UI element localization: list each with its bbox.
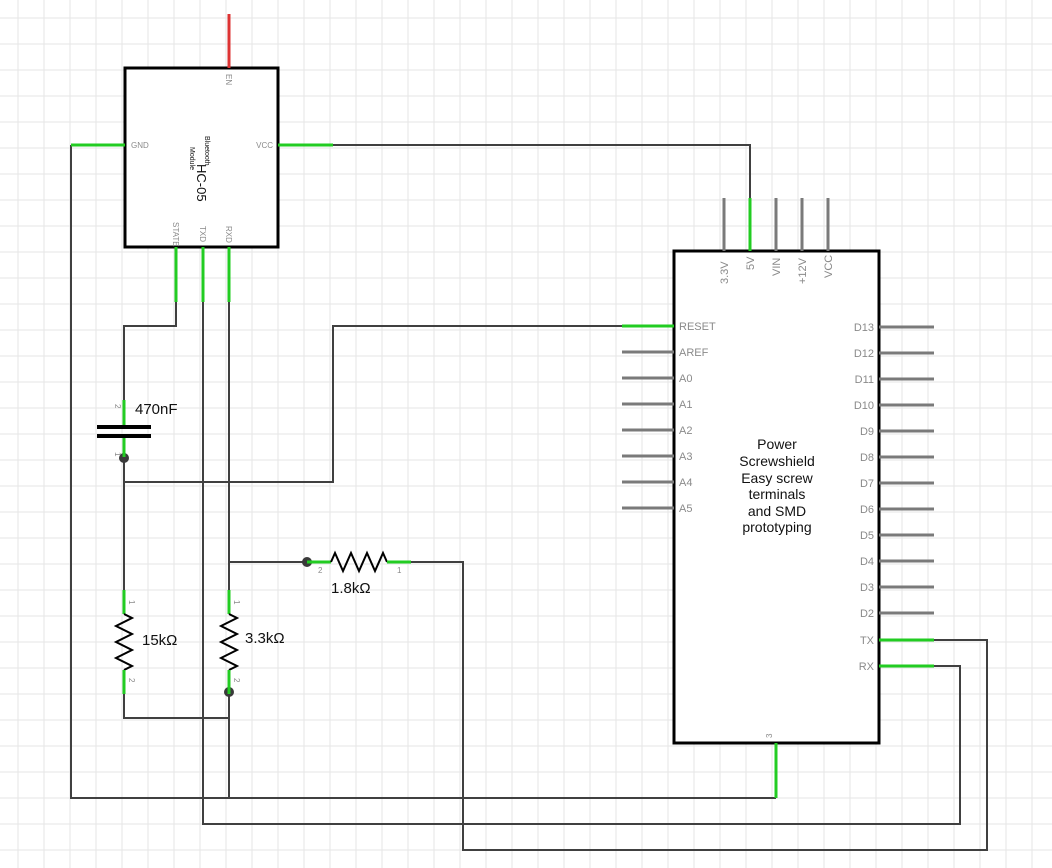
shield-text-1: Power	[757, 436, 797, 452]
power-screwshield[interactable]: 3.3V 5V VIN +12V VCC RESET AREF A0 A1 A2…	[622, 198, 934, 798]
shield-label-d13: D13	[854, 322, 874, 334]
shield-label-d12: D12	[854, 348, 874, 360]
shield-label-aref: AREF	[679, 347, 709, 359]
r33k-pin-1-num: 1	[232, 600, 241, 605]
shield-text-3: Easy screw	[741, 470, 813, 486]
wire-state-cap[interactable]	[123, 302, 177, 400]
hc05-title: HC-05	[194, 164, 209, 202]
shield-label-rx: RX	[859, 661, 875, 673]
shield-label-d4: D4	[860, 556, 874, 568]
r18k-pin-2-num: 2	[318, 566, 323, 575]
shield-label-vin: VIN	[771, 258, 783, 276]
hc05-label-en: EN	[224, 74, 233, 85]
r15k-pin-1-num: 1	[127, 600, 136, 605]
resistor-15k[interactable]: 1 2 15kΩ	[113, 590, 177, 694]
shield-label-a0: A0	[679, 373, 692, 385]
shield-label-12v: +12V	[797, 257, 809, 284]
shield-label-tx: TX	[860, 635, 875, 647]
shield-text-6: prototyping	[742, 519, 811, 535]
shield-label-a4: A4	[679, 477, 692, 489]
shield-label-d5: D5	[860, 530, 874, 542]
resistor-3.3k[interactable]: 1 2 3.3kΩ	[218, 590, 285, 694]
r33k-label: 3.3kΩ	[245, 630, 285, 647]
wires	[70, 144, 988, 851]
wire-txd-rx[interactable]	[202, 302, 961, 825]
shield-label-a2: A2	[679, 425, 692, 437]
r15k-pin-2-num: 2	[127, 678, 136, 683]
shield-text-5: and SMD	[748, 503, 806, 519]
shield-label-d3: D3	[860, 582, 874, 594]
hc05-subtitle-2: Module	[188, 147, 195, 170]
cap-pin-1-num: 1	[113, 452, 122, 457]
hc05-body	[123, 66, 280, 249]
shield-label-vcc: VCC	[823, 255, 835, 278]
r18k-pin-1-num: 1	[397, 566, 402, 575]
shield-label-d9: D9	[860, 426, 874, 438]
hc05-label-gnd: GND	[131, 141, 149, 150]
shield-label-3v3: 3.3V	[719, 261, 731, 284]
shield-label-d6: D6	[860, 504, 874, 516]
shield-label-a3: A3	[679, 451, 692, 463]
wire-cap-reset[interactable]	[124, 325, 622, 483]
wire-1.8k-tx[interactable]	[411, 561, 988, 851]
wire-15k-bottom[interactable]	[123, 694, 229, 719]
resistor-1.8k[interactable]: 2 1 1.8kΩ	[307, 550, 411, 597]
r33k-body	[218, 613, 240, 671]
shield-body	[672, 249, 881, 745]
shield-label-d7: D7	[860, 478, 874, 490]
hc05-label-rxd: RXD	[224, 226, 233, 243]
junction-cap	[119, 453, 129, 463]
hc05-module[interactable]: EN GND VCC STATE TXD RXD HC-05 Bluetooth…	[71, 14, 333, 302]
shield-label-d11: D11	[855, 374, 874, 386]
hc05-label-txd: TXD	[198, 226, 207, 242]
wire-gnd[interactable]	[70, 145, 776, 799]
r33k-pin-2-num: 2	[232, 678, 241, 683]
r15k-body	[113, 613, 135, 671]
cap-label: 470nF	[135, 401, 178, 418]
cap-pin-2-num: 2	[113, 404, 122, 409]
hc05-label-state: STATE	[171, 222, 180, 247]
r15k-label: 15kΩ	[142, 632, 177, 649]
shield-label-a5: A5	[679, 503, 692, 515]
shield-label-d2: D2	[860, 608, 874, 620]
shield-label-d10: D10	[854, 400, 874, 412]
shield-label-a1: A1	[679, 399, 692, 411]
capacitor-470nf[interactable]: 2 1 470nF	[97, 400, 178, 457]
shield-label-pin-3: 3	[765, 733, 774, 738]
wire-vcc-5v[interactable]	[333, 144, 751, 200]
hc05-subtitle-1: Bluetooth	[203, 136, 210, 166]
shield-label-d8: D8	[860, 452, 874, 464]
r18k-body	[330, 550, 388, 574]
shield-text-2: Screwshield	[739, 453, 814, 469]
shield-label-reset: RESET	[679, 321, 716, 333]
r18k-label: 1.8kΩ	[331, 580, 371, 597]
hc05-label-vcc: VCC	[256, 141, 273, 150]
shield-text-4: terminals	[749, 486, 806, 502]
shield-label-5v: 5V	[745, 256, 757, 270]
